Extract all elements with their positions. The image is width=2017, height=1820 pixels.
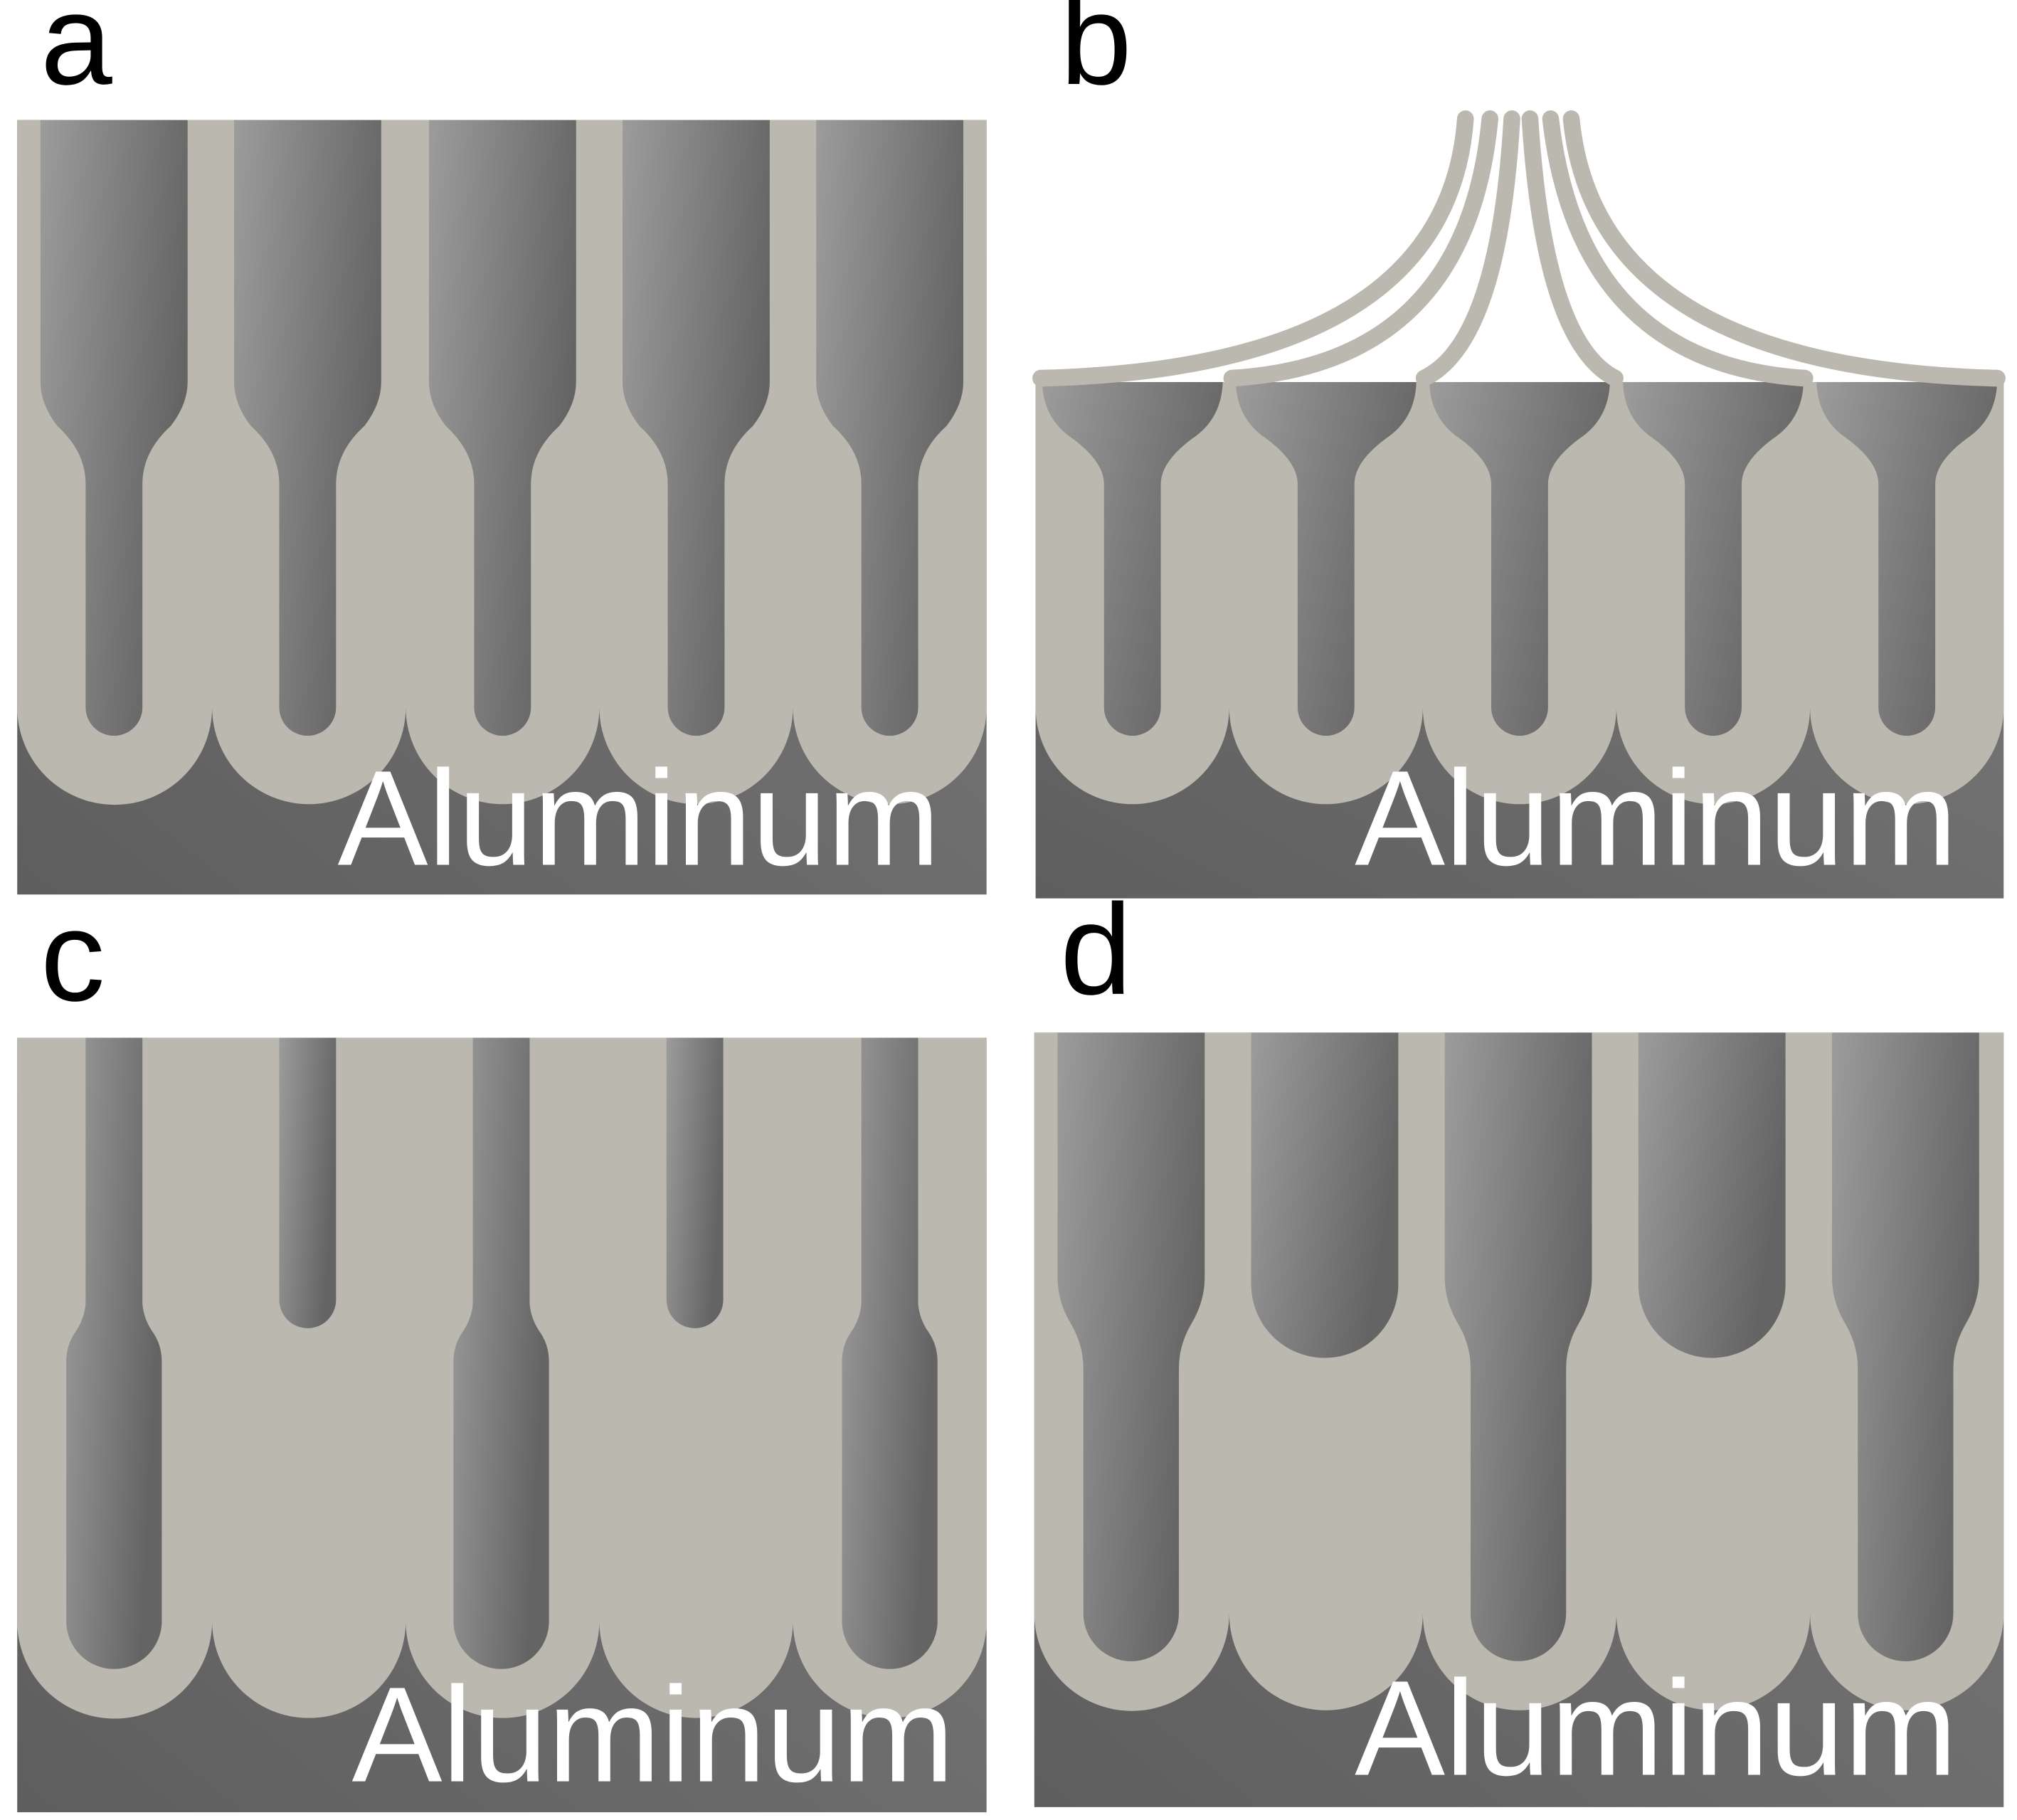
pore-a-5 [816,120,964,736]
pore-c-4 [666,1037,724,1328]
panel-c: c Aluminum [17,884,987,1813]
substrate-label-b: Aluminum [1355,744,1957,894]
bent-wall-6 [1562,110,2006,387]
panel-a: a Aluminum [17,0,987,895]
panel-letter-b: b [1060,0,1132,112]
pore-c-1 [66,1037,162,1669]
bent-pore-walls [1032,110,2006,387]
pore-b-2 [1235,381,1417,736]
pore-d-1 [1057,1032,1205,1661]
pore-a-4 [623,120,770,736]
pore-a-3 [428,120,576,736]
pore-d-5 [1831,1032,1979,1661]
pore-d-4 [1638,1032,1786,1358]
pore-b-4 [1623,381,1804,736]
bent-wall-1 [1032,110,1474,387]
substrate-label-c: Aluminum [352,1660,955,1811]
bent-wall-5 [1542,110,1814,387]
pore-c-2 [279,1037,337,1328]
panel-letter-d: d [1060,878,1132,1022]
pore-a-1 [40,120,188,736]
pore-b-3 [1429,381,1610,736]
pore-a-2 [233,120,381,736]
pore-c-5 [842,1037,938,1669]
pore-c-3 [453,1037,549,1669]
panel-b: b Aluminum [1032,0,2006,899]
panel-d: d Aluminum [1034,878,2004,1807]
bent-wall-2 [1223,110,1498,387]
panel-letter-a: a [41,0,112,112]
pore-b-5 [1816,381,1998,736]
pore-d-2 [1251,1032,1399,1358]
substrate-label-a: Aluminum [338,744,941,894]
panel-letter-c: c [41,884,105,1028]
pore-b-1 [1042,381,1223,736]
bent-wall-3 [1415,110,1520,387]
substrate-label-d: Aluminum [1355,1654,1957,1804]
bent-wall-4 [1521,110,1624,387]
pore-d-3 [1444,1032,1592,1661]
